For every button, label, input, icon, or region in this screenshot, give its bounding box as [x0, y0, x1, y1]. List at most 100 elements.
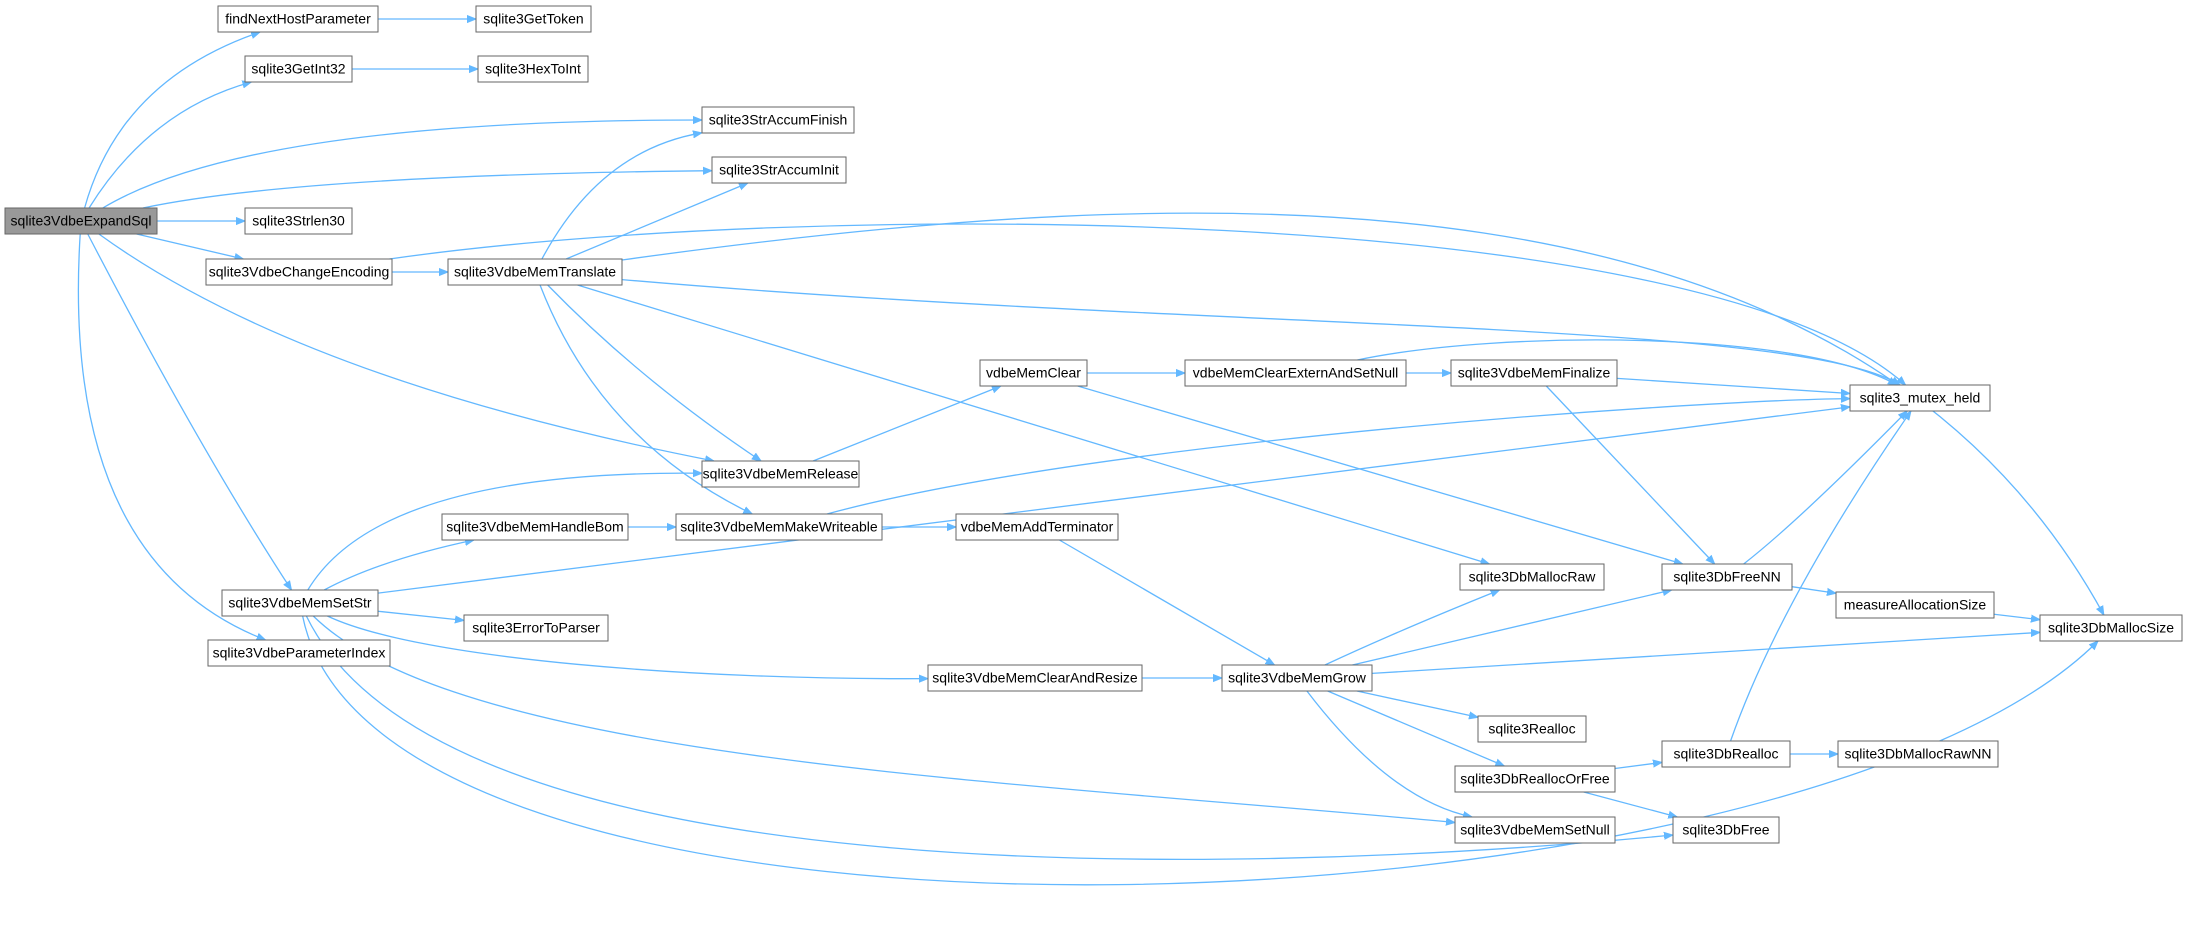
node-box[interactable] — [711, 156, 847, 184]
node-vdbeMemClearExternAndSetNull[interactable]: vdbeMemClearExternAndSetNull — [1184, 359, 1407, 387]
node-box[interactable] — [1661, 563, 1793, 591]
node-label: sqlite3DbReallocOrFree — [1460, 771, 1610, 787]
node-sqlite3VdbeMemRelease[interactable]: sqlite3VdbeMemRelease — [701, 460, 860, 488]
node-sqlite3GetInt32[interactable]: sqlite3GetInt32 — [244, 55, 353, 83]
node-label: sqlite3GetInt32 — [251, 61, 345, 77]
node-vdbeMemClear[interactable]: vdbeMemClear — [979, 359, 1088, 387]
node-box[interactable] — [475, 5, 592, 33]
node-sqlite3GetToken[interactable]: sqlite3GetToken — [475, 5, 592, 33]
node-box[interactable] — [979, 359, 1088, 387]
node-box[interactable] — [441, 513, 629, 541]
node-box[interactable] — [1459, 563, 1605, 591]
edge-vdbeMemClear-to-sqlite3DbFreeNN — [1077, 385, 1683, 564]
node-box[interactable] — [1184, 359, 1407, 387]
node-measureAllocationSize[interactable]: measureAllocationSize — [1835, 591, 1995, 619]
edge-sqlite3VdbeExpandSql-to-sqlite3VdbeChangeEncoding — [136, 233, 244, 259]
edge-sqlite3VdbeMemMakeWriteable-to-sqlite3_mutex_held — [826, 399, 1850, 515]
node-sqlite3DbMallocRaw[interactable]: sqlite3DbMallocRaw — [1459, 563, 1605, 591]
node-findNextHostParameter[interactable]: findNextHostParameter — [217, 5, 379, 33]
node-label: sqlite3VdbeMemClearAndResize — [932, 670, 1138, 686]
node-sqlite3DbFreeNN[interactable]: sqlite3DbFreeNN — [1661, 563, 1793, 591]
node-vdbeMemAddTerminator[interactable]: vdbeMemAddTerminator — [955, 513, 1119, 541]
node-label: sqlite3VdbeExpandSql — [11, 213, 152, 229]
edge-sqlite3VdbeMemSetStr-to-sqlite3VdbeMemRelease — [307, 473, 702, 591]
node-sqlite3DbFree[interactable]: sqlite3DbFree — [1672, 816, 1780, 844]
edge-sqlite3VdbeMemGrow-to-sqlite3Realloc — [1356, 690, 1478, 717]
node-box[interactable] — [207, 639, 391, 667]
edge-sqlite3DbReallocOrFree-to-sqlite3DbFree — [1583, 791, 1678, 817]
edge-sqlite3VdbeExpandSql-to-sqlite3VdbeParameterIndex — [77, 233, 265, 641]
node-sqlite3Strlen30[interactable]: sqlite3Strlen30 — [244, 207, 353, 235]
node-sqlite3DbRealloc[interactable]: sqlite3DbRealloc — [1661, 740, 1791, 768]
node-sqlite3VdbeMemTranslate[interactable]: sqlite3VdbeMemTranslate — [447, 258, 623, 286]
node-box[interactable] — [244, 55, 353, 83]
node-box[interactable] — [2039, 614, 2183, 642]
node-box[interactable] — [1661, 740, 1791, 768]
node-box[interactable] — [701, 460, 860, 488]
node-sqlite3VdbeMemClearAndResize[interactable]: sqlite3VdbeMemClearAndResize — [927, 664, 1143, 692]
edge-sqlite3VdbeMemTranslate-to-sqlite3DbMallocSize — [621, 212, 2104, 615]
node-sqlite3VdbeParameterIndex[interactable]: sqlite3VdbeParameterIndex — [207, 639, 391, 667]
node-sqlite3DbReallocOrFree[interactable]: sqlite3DbReallocOrFree — [1454, 765, 1616, 793]
node-box[interactable] — [1477, 715, 1587, 743]
node-box[interactable] — [1672, 816, 1780, 844]
node-sqlite3ErrorToParser[interactable]: sqlite3ErrorToParser — [463, 614, 609, 642]
edge-sqlite3VdbeExpandSql-to-sqlite3VdbeMemSetStr — [87, 233, 292, 590]
node-sqlite3_mutex_held[interactable]: sqlite3_mutex_held — [1849, 384, 1991, 412]
node-label: sqlite3VdbeMemTranslate — [454, 264, 616, 280]
edges-layer — [77, 19, 2104, 886]
node-box[interactable] — [1221, 664, 1373, 692]
node-sqlite3StrAccumFinish[interactable]: sqlite3StrAccumFinish — [701, 106, 855, 134]
node-label: sqlite3DbMallocSize — [2048, 620, 2174, 636]
node-label: sqlite3VdbeMemSetNull — [1460, 822, 1609, 838]
node-sqlite3VdbeMemFinalize[interactable]: sqlite3VdbeMemFinalize — [1450, 359, 1618, 387]
node-box[interactable] — [221, 589, 379, 617]
node-box[interactable] — [217, 5, 379, 33]
node-box[interactable] — [447, 258, 623, 286]
node-box[interactable] — [927, 664, 1143, 692]
node-sqlite3VdbeChangeEncoding[interactable]: sqlite3VdbeChangeEncoding — [205, 258, 393, 286]
edge-sqlite3VdbeMemFinalize-to-sqlite3DbFreeNN — [1545, 385, 1714, 564]
node-box[interactable] — [4, 207, 158, 235]
node-box[interactable] — [205, 258, 393, 286]
node-sqlite3VdbeMemGrow[interactable]: sqlite3VdbeMemGrow — [1221, 664, 1373, 692]
node-box[interactable] — [244, 207, 353, 235]
node-sqlite3DbMallocSize[interactable]: sqlite3DbMallocSize — [2039, 614, 2183, 642]
node-label: sqlite3VdbeMemMakeWriteable — [680, 519, 878, 535]
edge-sqlite3VdbeChangeEncoding-to-sqlite3_mutex_held — [389, 223, 1905, 385]
node-label: sqlite3ErrorToParser — [472, 620, 600, 636]
node-box[interactable] — [477, 55, 589, 83]
node-sqlite3VdbeMemSetStr[interactable]: sqlite3VdbeMemSetStr — [221, 589, 379, 617]
edge-measureAllocationSize-to-sqlite3DbMallocSize — [1993, 613, 2040, 619]
node-box[interactable] — [1454, 816, 1616, 844]
edge-sqlite3VdbeMemGrow-to-sqlite3DbMallocRaw — [1324, 589, 1500, 666]
node-sqlite3VdbeMemSetNull[interactable]: sqlite3VdbeMemSetNull — [1454, 816, 1616, 844]
node-box[interactable] — [675, 513, 883, 541]
edge-sqlite3VdbeMemGrow-to-sqlite3DbMallocSize — [1371, 632, 2040, 675]
node-label: sqlite3StrAccumFinish — [709, 112, 848, 128]
node-label: sqlite3GetToken — [483, 11, 583, 27]
node-sqlite3DbMallocRawNN[interactable]: sqlite3DbMallocRawNN — [1837, 740, 1999, 768]
node-box[interactable] — [955, 513, 1119, 541]
node-box[interactable] — [1837, 740, 1999, 768]
edge-sqlite3VdbeMemGrow-to-sqlite3VdbeMemSetNull — [1306, 690, 1472, 817]
node-box[interactable] — [1849, 384, 1991, 412]
node-sqlite3HexToInt[interactable]: sqlite3HexToInt — [477, 55, 589, 83]
node-box[interactable] — [463, 614, 609, 642]
node-label: sqlite3VdbeChangeEncoding — [209, 264, 390, 280]
node-box[interactable] — [1835, 591, 1995, 619]
node-box[interactable] — [1450, 359, 1618, 387]
node-sqlite3StrAccumInit[interactable]: sqlite3StrAccumInit — [711, 156, 847, 184]
node-label: findNextHostParameter — [225, 11, 371, 27]
node-sqlite3Realloc[interactable]: sqlite3Realloc — [1477, 715, 1587, 743]
node-label: sqlite3HexToInt — [485, 61, 581, 77]
node-sqlite3VdbeExpandSql[interactable]: sqlite3VdbeExpandSql — [4, 207, 158, 235]
node-box[interactable] — [701, 106, 855, 134]
edge-sqlite3VdbeMemRelease-to-vdbeMemClear — [812, 385, 1001, 462]
node-box[interactable] — [1454, 765, 1616, 793]
node-sqlite3VdbeMemHandleBom[interactable]: sqlite3VdbeMemHandleBom — [441, 513, 629, 541]
node-sqlite3VdbeMemMakeWriteable[interactable]: sqlite3VdbeMemMakeWriteable — [675, 513, 883, 541]
edge-vdbeMemClearExternAndSetNull-to-sqlite3_mutex_held — [1357, 339, 1897, 385]
node-label: sqlite3_mutex_held — [1860, 390, 1981, 406]
